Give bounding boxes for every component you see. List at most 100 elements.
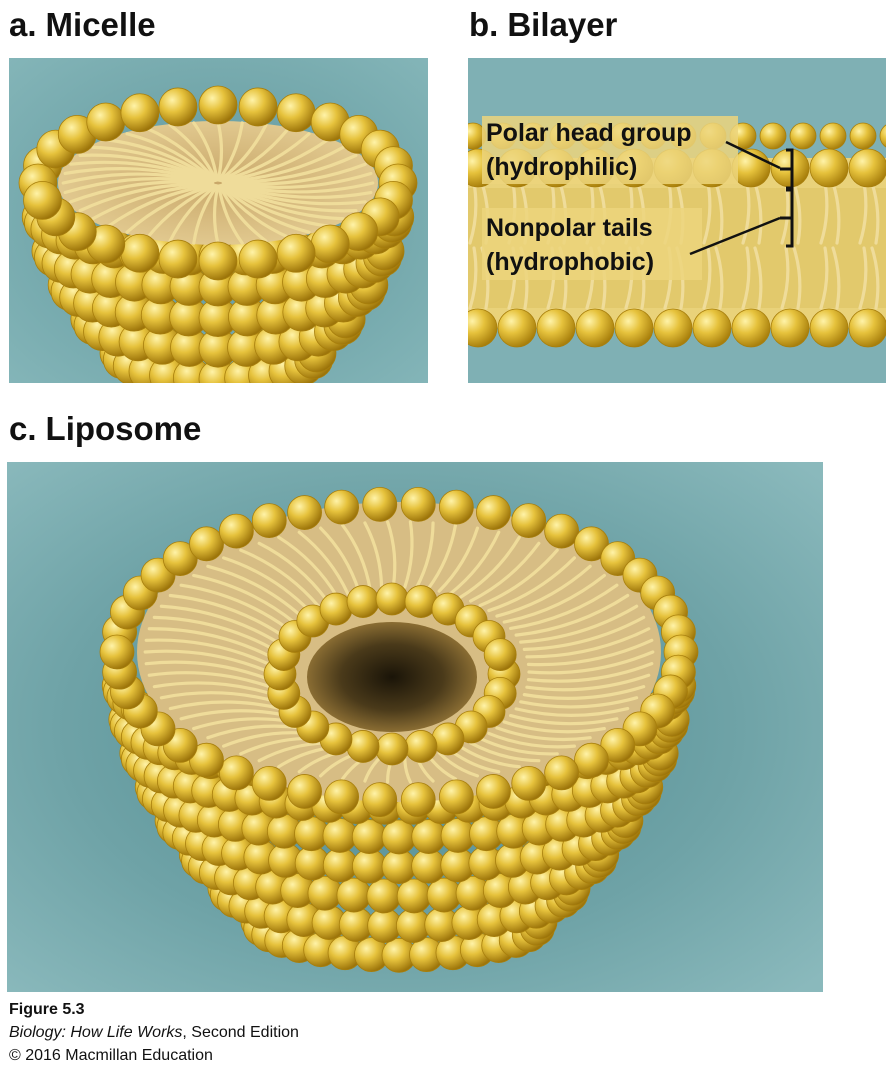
liposome-tail xyxy=(179,583,290,631)
liposome-svg xyxy=(7,462,823,992)
liposome-outer-head xyxy=(218,513,254,549)
liposome-tail xyxy=(403,520,414,589)
micelle-tail xyxy=(168,184,218,243)
micelle-tail xyxy=(125,132,217,183)
micelle-tail xyxy=(78,153,215,184)
micelle-tail xyxy=(69,160,214,184)
liposome-inner-head xyxy=(375,582,409,616)
liposome-tail xyxy=(437,526,480,593)
liposome-inner-rim xyxy=(263,582,521,766)
bilayer-tail xyxy=(870,246,880,310)
liposome-outer-head xyxy=(574,526,609,562)
micelle-tail xyxy=(219,132,311,183)
liposome-tail xyxy=(143,649,271,674)
nonpolar-leader-line xyxy=(689,216,781,256)
bilayer-back-head xyxy=(759,122,787,150)
polar-leader-line xyxy=(725,140,781,170)
micelle-tail xyxy=(219,183,311,234)
micelle-rim-head xyxy=(238,239,278,279)
liposome-tail xyxy=(152,681,276,697)
bilayer-back-head xyxy=(849,122,877,150)
liposome-outer-head xyxy=(218,755,254,791)
bilayer-top-head xyxy=(848,148,886,188)
liposome-tails xyxy=(143,520,655,784)
liposome-shell-head xyxy=(351,819,387,854)
liposome-tail xyxy=(527,650,655,675)
bilayer-tail xyxy=(858,181,868,245)
bilayer-svg: Polar head group (hydrophilic) Nonpolar … xyxy=(468,58,886,383)
panel-c-letter: c. xyxy=(9,410,37,447)
liposome-tail xyxy=(318,526,361,593)
liposome-tail xyxy=(519,696,639,709)
micelle-rim-head xyxy=(86,102,126,142)
liposome-tail xyxy=(522,615,646,651)
bilayer-tail xyxy=(753,181,763,245)
liposome-tail xyxy=(526,638,654,667)
micelle-tail xyxy=(168,123,218,182)
liposome-tail xyxy=(147,671,273,689)
liposome-tail xyxy=(147,627,273,659)
micelle-tail xyxy=(218,123,268,182)
liposome-outer-head xyxy=(511,766,547,801)
liposome-tail xyxy=(487,556,576,613)
liposome-tail xyxy=(508,713,619,726)
liposome-tail xyxy=(168,700,284,711)
liposome-tail xyxy=(514,706,630,717)
bilayer-tail xyxy=(741,181,751,245)
liposome-shell-head xyxy=(322,818,358,853)
panel-b-title: b.Bilayer xyxy=(469,8,617,41)
micelle-tail xyxy=(221,182,358,213)
micelle-tail xyxy=(218,184,268,243)
liposome-tail xyxy=(448,530,501,596)
bilayer-tail xyxy=(468,181,478,245)
liposome-outer-rim xyxy=(99,486,699,818)
bilayer-tail xyxy=(741,246,751,310)
liposome-outer-head xyxy=(438,779,474,815)
liposome-shell-head xyxy=(381,849,417,884)
bilayer-bottom-head xyxy=(653,308,693,348)
micelle-tail xyxy=(221,145,345,183)
liposome-inner-head xyxy=(346,585,380,618)
bilayer-bottom-head xyxy=(468,308,498,348)
bilayer-tail xyxy=(819,181,829,245)
micelle-tail xyxy=(212,184,220,246)
liposome-illustration xyxy=(7,462,823,992)
liposome-outer-head xyxy=(189,526,224,562)
liposome-outer-head xyxy=(324,489,360,525)
liposome-shell-head xyxy=(366,878,402,914)
liposome-tail xyxy=(297,530,350,596)
liposome-inner-head xyxy=(483,638,517,671)
liposome-outer-head xyxy=(600,728,636,763)
hydrophobic-label: (hydrophobic) xyxy=(486,248,654,276)
liposome-outer-head xyxy=(287,774,322,809)
liposome-outer-head xyxy=(511,503,547,538)
hydrophilic-label: (hydrophilic) xyxy=(486,153,637,181)
bilayer-back-head xyxy=(789,122,817,150)
micelle-rim-head xyxy=(158,239,198,279)
bilayer-tail xyxy=(702,181,712,245)
liposome-tail xyxy=(192,573,296,624)
bilayer-tail xyxy=(792,246,802,310)
liposome-tail xyxy=(514,593,630,637)
liposome-tail xyxy=(469,541,541,603)
micelle-tail xyxy=(125,183,217,234)
polar-head-label: Polar head group xyxy=(486,119,692,147)
bilayer-back-head xyxy=(819,122,847,150)
micelle-tail xyxy=(192,184,219,245)
liposome-outer-head xyxy=(362,486,398,522)
liposome-outer-head xyxy=(189,742,224,778)
micelle-tail xyxy=(91,183,215,221)
bilayer-tail xyxy=(831,246,841,310)
liposome-outer-head xyxy=(362,782,398,818)
liposome-tail xyxy=(508,583,619,631)
liposome-tail xyxy=(495,726,592,742)
liposome-outer-head xyxy=(400,782,436,818)
micelle-rim-head xyxy=(310,224,350,264)
micelle-illustration xyxy=(9,58,428,383)
micelle-tail xyxy=(216,120,224,182)
bilayer-tail xyxy=(870,181,880,245)
liposome-tail xyxy=(239,548,320,608)
liposome-tail xyxy=(437,751,480,778)
bilayer-bottom-head xyxy=(614,308,654,348)
liposome-tail xyxy=(526,662,654,683)
